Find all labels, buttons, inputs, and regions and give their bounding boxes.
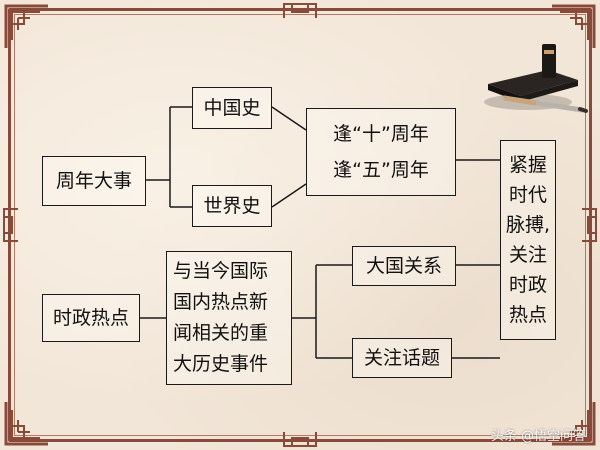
right-edge-ornament [580, 205, 600, 245]
node-label: 中国史 [203, 96, 261, 119]
corner-ornament-icon [550, 400, 596, 446]
node-line: 时代 [508, 184, 547, 206]
node-label: 关注话题 [363, 346, 440, 369]
node-line: 时政 [508, 274, 547, 296]
node-label: 周年大事 [55, 169, 132, 192]
corner-ornament-icon [4, 4, 50, 50]
node-line: 脉搏, [505, 214, 551, 236]
left-edge-ornament [0, 205, 20, 245]
node-line: 闻相关的重 [173, 322, 269, 344]
node-line: 国内热点新 [173, 291, 269, 313]
corner-ornament-icon [550, 4, 596, 50]
node-conclusion: 紧握 时代 脉搏, 关注 时政 热点 [500, 140, 556, 340]
node-label: 时政热点 [52, 306, 129, 329]
node-line: 紧握 [508, 154, 547, 176]
node-related-events: 与当今国际 国内热点新 闻相关的重 大历史事件 [166, 251, 292, 385]
inner-border [14, 14, 586, 436]
node-anniversary-rules: 逢“十”周年 逢“五”周年 [306, 108, 456, 196]
node-label: 世界史 [203, 194, 261, 217]
node-line: 大历史事件 [173, 353, 269, 375]
node-label-five-year: 逢“五”周年 [333, 159, 429, 181]
node-line: 热点 [508, 304, 547, 326]
node-world-history: 世界史 [192, 185, 272, 227]
node-line: 与当今国际 [173, 260, 269, 282]
node-label-ten-year: 逢“十”周年 [333, 123, 429, 145]
corner-ornament-icon [4, 400, 50, 446]
node-label: 大国关系 [365, 254, 442, 277]
ink-stone-brush-icon [478, 40, 588, 120]
node-china-history: 中国史 [192, 87, 272, 129]
node-major-power-relations: 大国关系 [352, 246, 456, 286]
node-current-affairs: 时政热点 [42, 294, 140, 342]
watermark: 头条 @悟空问答 [490, 429, 586, 444]
bottom-edge-ornament [280, 430, 320, 450]
node-anniversary-events: 周年大事 [42, 156, 146, 206]
node-line: 关注 [508, 244, 547, 266]
node-focus-topics: 关注话题 [352, 338, 452, 378]
outer-border [8, 8, 592, 442]
top-edge-ornament [280, 0, 320, 20]
